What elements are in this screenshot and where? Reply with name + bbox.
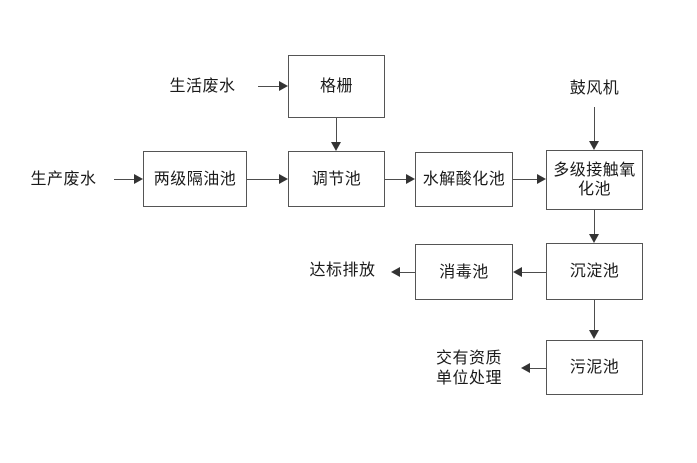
edge-domestic-to-grating — [258, 86, 280, 87]
edge-regulating-to-hydrolysis — [385, 179, 407, 180]
node-sedimentation-tank-label: 沉淀池 — [569, 261, 620, 281]
node-disinfection-tank[interactable]: 消毒池 — [415, 244, 513, 300]
node-contact-oxidation-tank[interactable]: 多级接触氧 化池 — [546, 150, 643, 210]
arrowhead-domestic-to-grating — [279, 81, 288, 91]
edge-blower-to-oxidation — [594, 107, 595, 142]
arrowhead-disinfection-to-discharge — [391, 267, 400, 277]
node-regulating-tank-label: 调节池 — [311, 168, 362, 188]
edge-sedimentation-to-disinfection — [522, 272, 546, 273]
arrowhead-oil-separator-to-regulating — [279, 174, 288, 184]
label-domestic-wastewater-text: 生活废水 — [169, 76, 236, 95]
arrowhead-sedimentation-to-sludge — [589, 330, 599, 339]
arrowhead-blower-to-oxidation — [589, 141, 599, 150]
label-standard-discharge: 达标排放 — [295, 256, 390, 284]
label-standard-discharge-text: 达标排放 — [309, 260, 376, 279]
edge-disinfection-to-discharge — [400, 272, 415, 273]
label-qualified-unit-treatment-text: 交有资质 单位处理 — [435, 348, 502, 387]
node-sludge-tank[interactable]: 污泥池 — [546, 340, 643, 395]
label-production-wastewater: 生产废水 — [16, 165, 111, 193]
arrowhead-grating-to-regulating — [331, 142, 341, 151]
edge-sludge-to-qualified-unit — [530, 368, 546, 369]
node-oil-separator-label: 两级隔油池 — [153, 168, 237, 188]
edge-grating-to-regulating — [336, 118, 337, 143]
arrowhead-regulating-to-hydrolysis — [406, 174, 415, 184]
node-hydrolysis-acidification-tank[interactable]: 水解酸化池 — [415, 152, 513, 207]
edge-sedimentation-to-sludge — [594, 300, 595, 331]
arrowhead-production-to-oil-separator — [134, 174, 143, 184]
edge-production-to-oil-separator — [114, 179, 136, 180]
arrowhead-sludge-to-qualified-unit — [521, 363, 530, 373]
label-production-wastewater-text: 生产废水 — [30, 169, 97, 188]
arrowhead-sedimentation-to-disinfection — [513, 267, 522, 277]
label-blower: 鼓风机 — [558, 74, 631, 102]
edge-hydrolysis-to-oxidation — [513, 179, 538, 180]
label-blower-text: 鼓风机 — [569, 78, 620, 97]
arrowhead-oxidation-to-sedimentation — [589, 234, 599, 243]
node-regulating-tank[interactable]: 调节池 — [288, 151, 385, 207]
node-disinfection-tank-label: 消毒池 — [439, 261, 489, 281]
edge-oxidation-to-sedimentation — [594, 210, 595, 235]
node-oil-separator[interactable]: 两级隔油池 — [143, 151, 247, 207]
arrowhead-hydrolysis-to-oxidation — [537, 174, 546, 184]
node-contact-oxidation-tank-label: 多级接触氧 化池 — [553, 160, 636, 198]
label-domestic-wastewater: 生活废水 — [155, 72, 250, 100]
node-grating[interactable]: 格栅 — [288, 55, 385, 118]
label-qualified-unit-treatment: 交有资质 单位处理 — [425, 347, 513, 389]
node-grating-label: 格栅 — [319, 76, 353, 96]
node-sludge-tank-label: 污泥池 — [569, 357, 620, 377]
node-sedimentation-tank[interactable]: 沉淀池 — [546, 243, 643, 300]
node-hydrolysis-acidification-tank-label: 水解酸化池 — [422, 169, 506, 189]
edge-oil-separator-to-regulating — [247, 179, 280, 180]
